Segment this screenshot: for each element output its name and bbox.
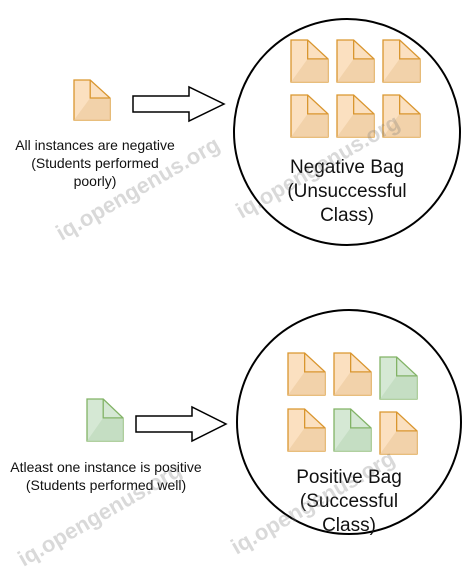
positive-bag-line2: (Successful — [299, 491, 399, 512]
positive-bag-doc-green-icon — [333, 408, 372, 452]
negative-bag-line2: (Unsuccessful — [287, 181, 407, 202]
negative-instance-icon — [73, 79, 111, 121]
negative-caption-line3: poorly) — [73, 173, 117, 189]
negative-caption-line2: (Students performed — [31, 155, 159, 171]
negative-bag-title: Negative Bag (Unsuccessful Class) — [262, 156, 432, 228]
positive-bag-title: Positive Bag (Successful Class) — [266, 466, 432, 538]
negative-bag-line3: Class) — [320, 205, 374, 226]
positive-arrow — [135, 405, 228, 443]
negative-bag-doc-icon — [382, 94, 421, 138]
positive-bag-doc-orange-icon — [333, 352, 372, 396]
negative-bag-doc-icon — [382, 39, 421, 83]
positive-bag-doc-orange-icon — [287, 352, 326, 396]
positive-bag-doc-green-icon — [379, 356, 418, 400]
negative-caption-line1: All instances are negative — [15, 137, 175, 153]
negative-bag-line1: Negative Bag — [289, 157, 405, 178]
positive-bag-doc-orange-icon — [379, 411, 418, 455]
positive-caption-line1: Atleast one instance is positive — [10, 459, 202, 475]
positive-caption-line2: (Students performed well) — [25, 477, 187, 493]
mil-diagram — [73, 18, 462, 535]
negative-bag-doc-icon — [290, 39, 329, 83]
positive-bag-doc-orange-icon — [287, 408, 326, 452]
negative-caption: All instances are negative (Students per… — [0, 136, 190, 190]
negative-bag-doc-icon — [336, 94, 375, 138]
positive-instance-icon — [86, 398, 124, 442]
positive-bag-line3: Class) — [322, 515, 376, 536]
positive-bag-line1: Positive Bag — [296, 467, 402, 488]
positive-caption: Atleast one instance is positive (Studen… — [0, 458, 212, 494]
negative-bag-doc-icon — [336, 39, 375, 83]
negative-bag-doc-icon — [290, 94, 329, 138]
negative-arrow — [132, 85, 226, 123]
